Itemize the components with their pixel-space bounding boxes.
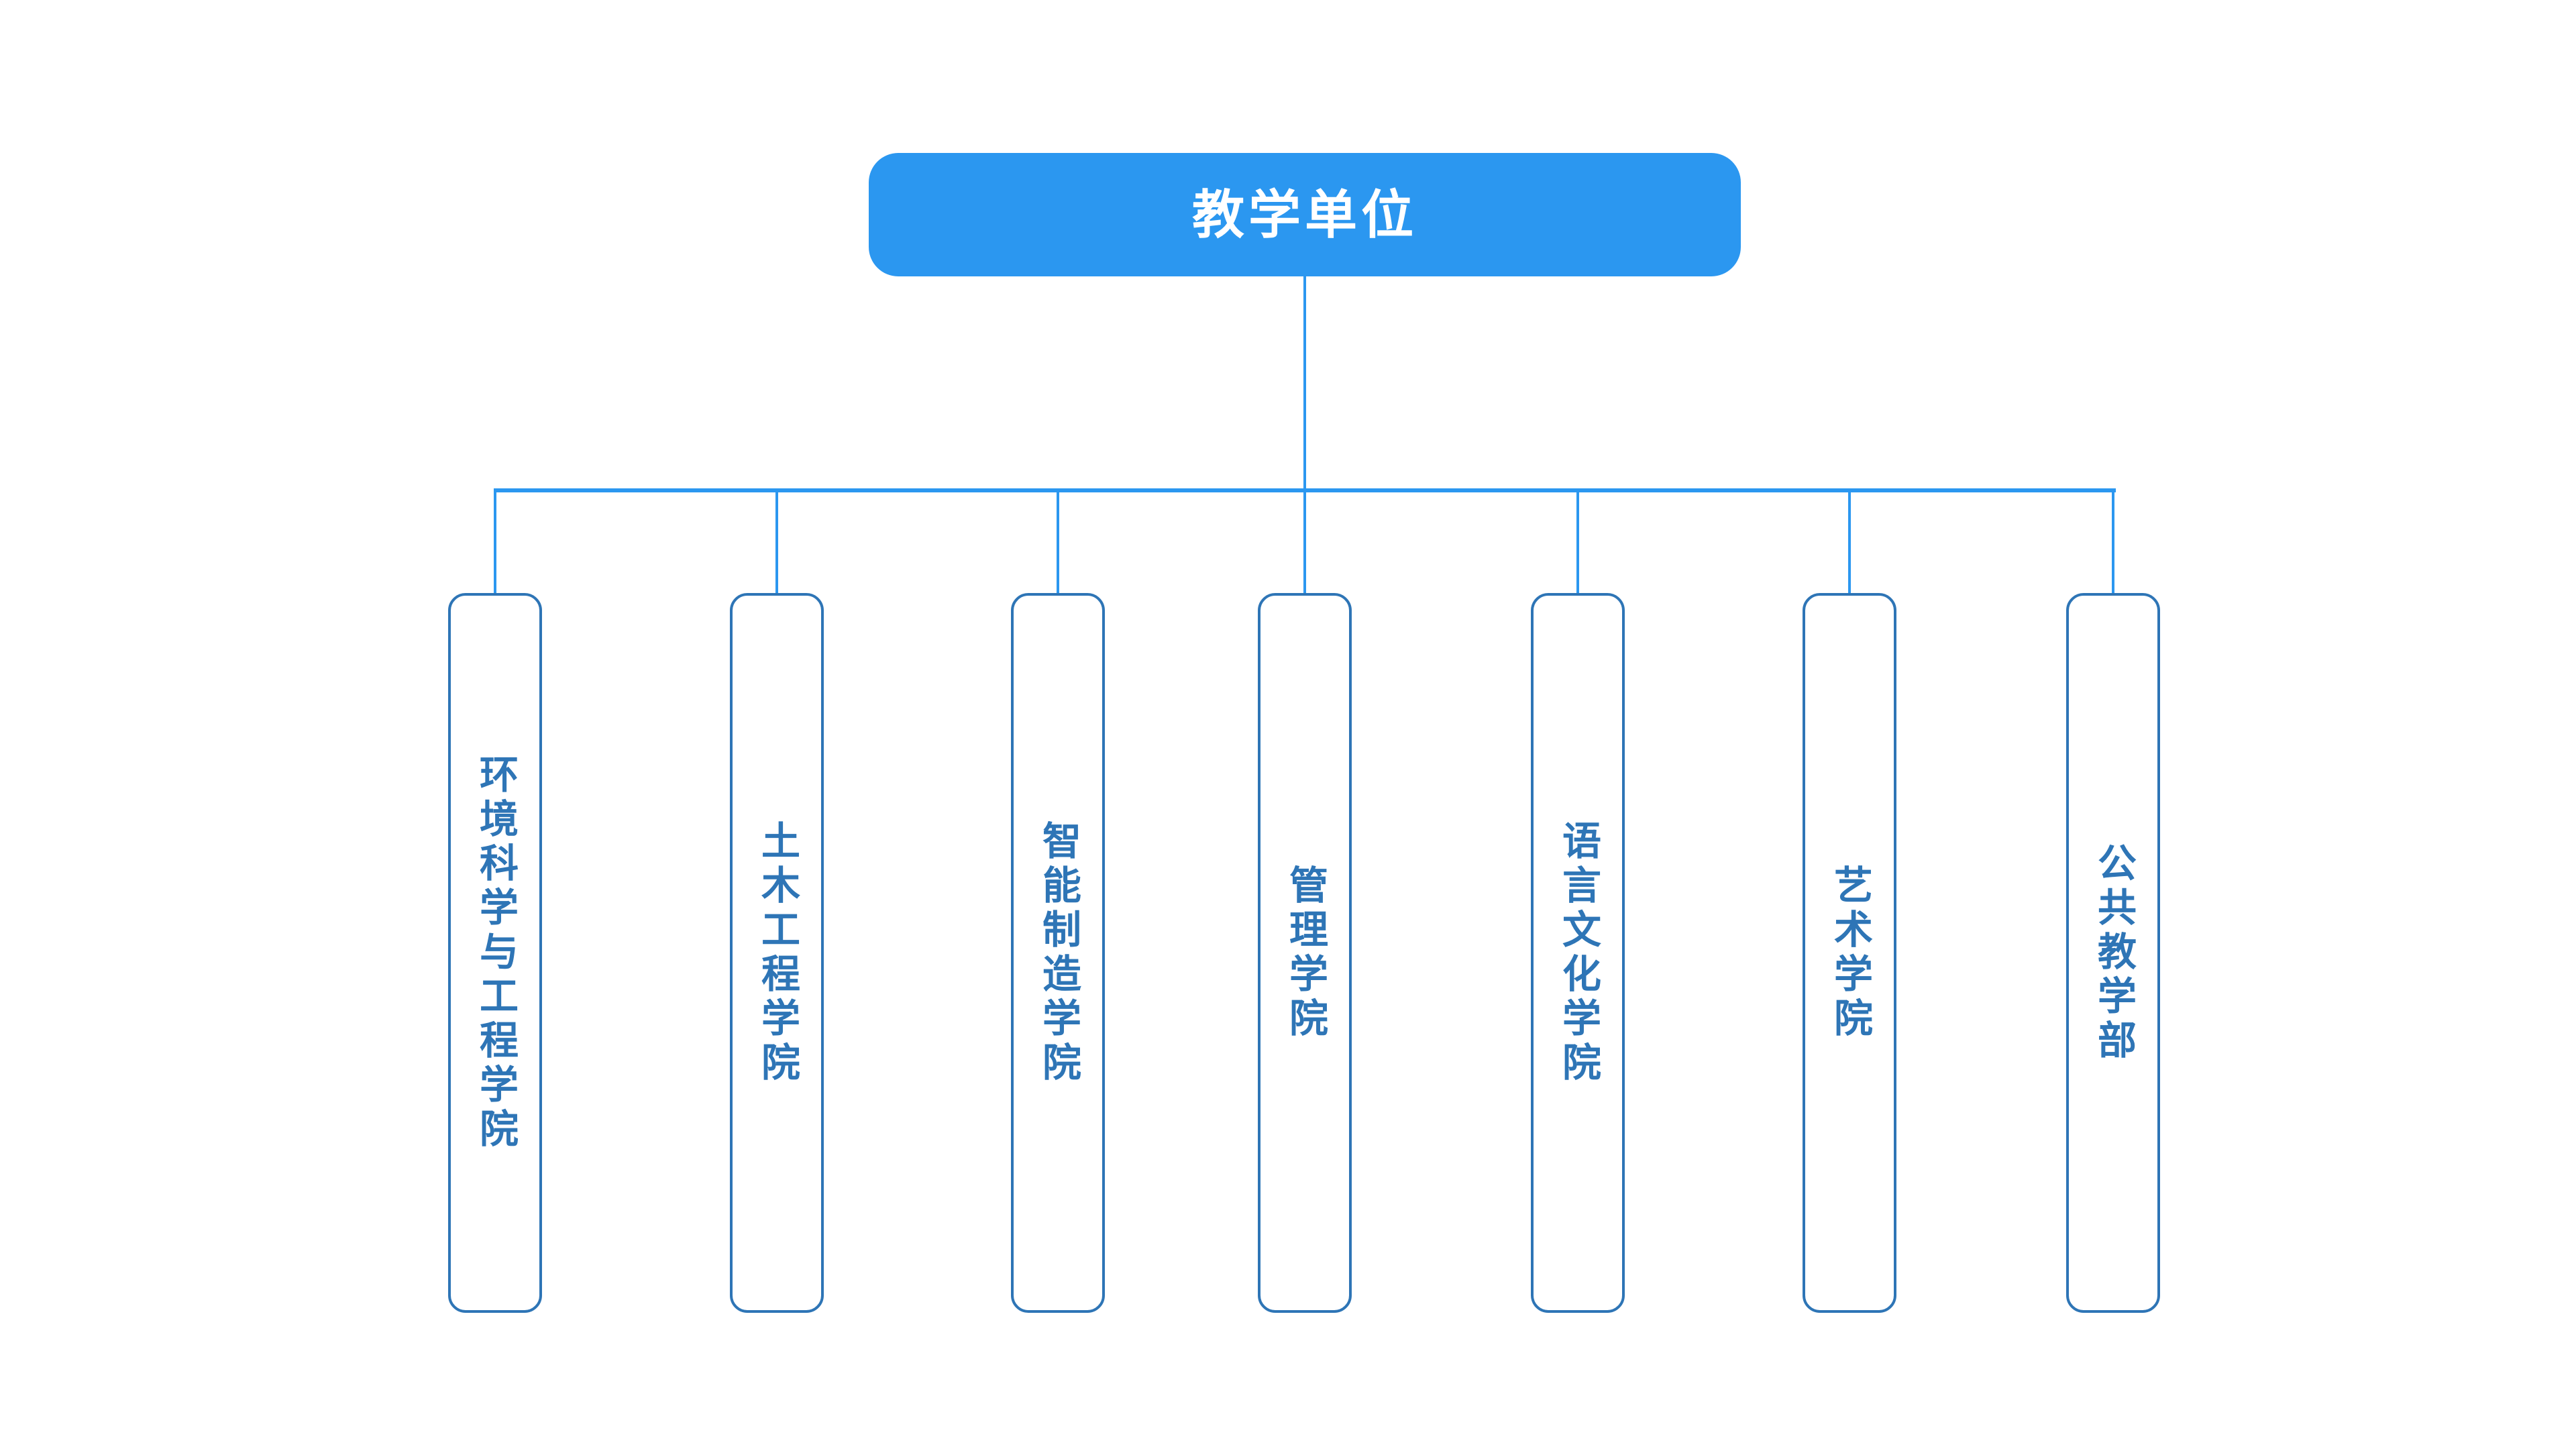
connector-drop-3 [1057,490,1059,596]
connector-trunk [1303,275,1306,490]
connector-drop-2 [775,490,778,596]
org-node-label: 管理学院 [1283,864,1327,1042]
org-node-label: 环境科学与工程学院 [474,753,517,1152]
org-node-language-culture[interactable]: 语言文化学院 [1531,593,1625,1313]
connector-drop-1 [494,490,496,596]
org-node-label: 公共教学部 [2092,842,2135,1064]
org-node-civil-engineering[interactable]: 土木工程学院 [730,593,824,1313]
org-node-root-label: 教学单位 [1191,185,1417,244]
org-node-label: 艺术学院 [1828,864,1872,1042]
connector-drop-7 [2112,490,2114,596]
org-node-label: 智能制造学院 [1036,820,1080,1086]
org-node-label: 土木工程学院 [755,820,799,1086]
org-node-root[interactable]: 教学单位 [869,153,1741,276]
connector-drop-6 [1848,490,1851,596]
org-node-environmental-science-engineering[interactable]: 环境科学与工程学院 [448,593,542,1313]
org-node-intelligent-manufacturing[interactable]: 智能制造学院 [1011,593,1105,1313]
org-node-art[interactable]: 艺术学院 [1803,593,1896,1313]
org-node-management[interactable]: 管理学院 [1258,593,1352,1313]
org-node-label: 语言文化学院 [1556,820,1600,1086]
connector-drop-4 [1303,490,1306,596]
connector-drop-5 [1576,490,1579,596]
org-node-public-teaching[interactable]: 公共教学部 [2066,593,2160,1313]
